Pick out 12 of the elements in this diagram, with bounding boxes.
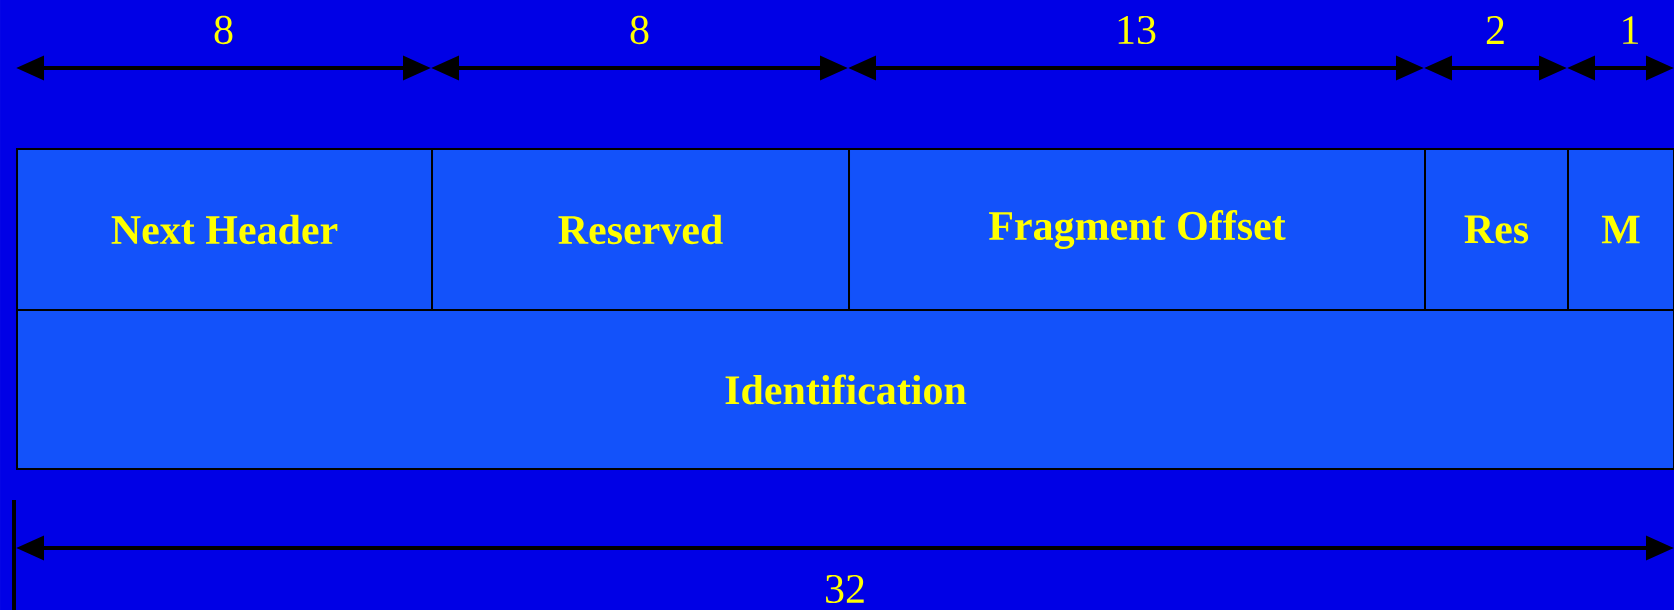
field-cell: Res <box>1424 148 1569 311</box>
dimension-label: 8 <box>630 15 649 45</box>
dimension-label: 13 <box>1118 15 1156 45</box>
node-label: Identification <box>725 374 967 405</box>
dimension-label: 1 <box>1623 16 1638 44</box>
field-cell: Reserved <box>431 148 850 311</box>
node-label: M <box>1601 215 1640 244</box>
field-cell: M <box>1567 148 1674 311</box>
dimension-label: 2 <box>1486 16 1504 44</box>
field-cell: Next Header <box>16 148 433 311</box>
dimension-label: 8 <box>214 15 233 45</box>
dimension-label: 32 <box>826 574 864 604</box>
